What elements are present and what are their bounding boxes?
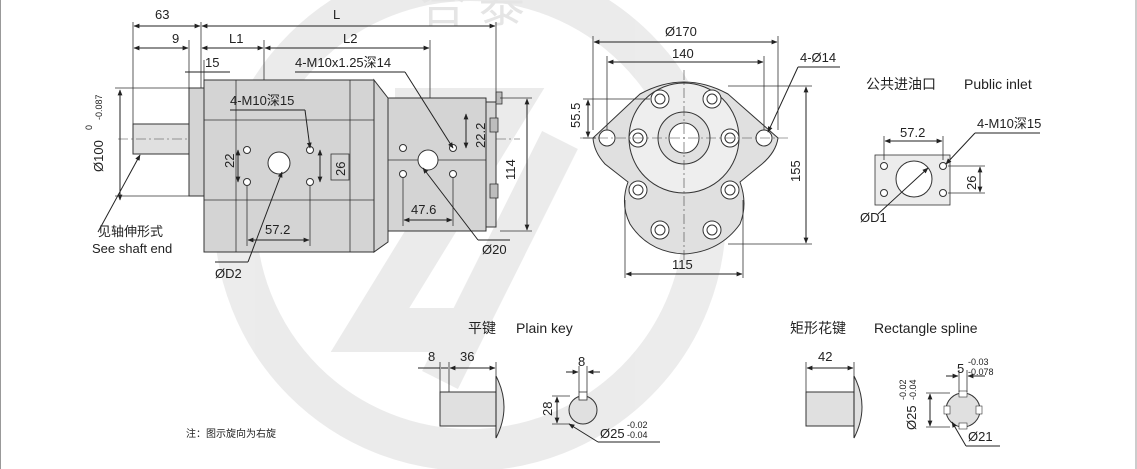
dim-22-2: 22.2 <box>473 123 488 148</box>
dim-57-2: 57.2 <box>265 222 290 237</box>
dim-L2: L2 <box>343 31 357 46</box>
key-tol-upper: -0.02 <box>627 420 648 430</box>
spline-tol25-lower: -0.04 <box>908 379 918 400</box>
end-cover <box>485 101 497 228</box>
port-pattern-1 <box>243 146 314 186</box>
spline-tol5-lower: -0.078 <box>968 367 994 377</box>
plain-key-title-cn: 平键 <box>468 320 496 336</box>
callout-m10x1-25: 4-M10x1.25深14 <box>295 55 391 70</box>
spline-tol5-upper: -0.03 <box>968 357 989 367</box>
spline-dim-d25: Ø25 <box>904 405 919 430</box>
tol-lower: -0.087 <box>94 94 104 120</box>
key-dim-28: 28 <box>540 402 555 416</box>
bolt-holes <box>628 89 740 240</box>
dim-47-6: 47.6 <box>411 202 436 217</box>
spline-title-en: Rectangle spline <box>874 320 978 336</box>
dim-140: 140 <box>672 46 694 61</box>
spline-title-cn: 矩形花键 <box>790 320 846 336</box>
plain-key-view: 平键 Plain key 8 36 8 28 Ø25 -0.02 -0.04 <box>418 320 660 443</box>
spline-tol25-upper: -0.02 <box>898 379 908 400</box>
dim-63: 63 <box>155 7 169 22</box>
rotation-note: 注：图示旋向为右旋 <box>186 427 276 440</box>
dim-114: 114 <box>503 159 518 180</box>
front-view: Ø170 140 4-Ø14 55.5 155 115 <box>568 24 840 278</box>
spline-shaft <box>805 391 855 427</box>
dim-L: L <box>333 7 340 22</box>
public-inlet-title-cn: 公共进油口 <box>866 76 936 92</box>
dim-26: 26 <box>333 162 348 176</box>
plain-key-title-en: Plain key <box>516 320 573 336</box>
spline-dim-5: 5 <box>957 361 964 376</box>
inlet-dim-57-2: 57.2 <box>900 125 925 140</box>
dim-d20: Ø20 <box>482 242 507 257</box>
callout-m10: 4-M10深15 <box>230 93 294 108</box>
dim-155: 155 <box>788 160 803 182</box>
watermark-text: 合 泰 <box>420 0 525 32</box>
mounting-flange <box>188 87 205 197</box>
inlet-dim-d1: ØD1 <box>860 210 887 225</box>
dim-shaft-diameter: Ø100 <box>91 140 106 172</box>
key-dim-8: 8 <box>428 349 435 364</box>
key-dim-d25: Ø25 <box>600 426 625 441</box>
dim-L1: L1 <box>229 31 243 46</box>
public-inlet-view: 公共进油口 Public inlet 57.2 4-M10深15 26 ØD1 <box>860 76 1041 225</box>
callout-4-d14: 4-Ø14 <box>800 50 836 65</box>
dim-d170: Ø170 <box>665 24 697 39</box>
spline-dim-d21: Ø21 <box>968 429 993 444</box>
dim-55-5: 55.5 <box>568 103 583 128</box>
spline-section <box>943 390 983 430</box>
inlet-dim-26: 26 <box>964 176 979 190</box>
spline-view: 矩形花键 Rectangle spline 42 5 -0.03 -0.078 … <box>790 320 1000 447</box>
spline-dim-42: 42 <box>818 349 832 364</box>
key-tol-lower: -0.04 <box>627 430 648 440</box>
dim-9: 9 <box>172 31 179 46</box>
dim-115: 115 <box>672 257 693 272</box>
dim-15: 15 <box>205 55 219 70</box>
dim-22: 22 <box>222 154 237 168</box>
inlet-callout: 4-M10深15 <box>977 116 1041 131</box>
tol-upper: 0 <box>84 125 94 130</box>
dim-d2: ØD2 <box>215 266 242 281</box>
key-shaft <box>439 391 497 427</box>
body-transition <box>373 78 389 253</box>
key-dim-8b: 8 <box>578 354 585 369</box>
public-inlet-title-en: Public inlet <box>964 76 1032 92</box>
shaft-end-note-en: See shaft end <box>92 241 172 256</box>
port-pattern-2 <box>399 144 457 178</box>
shaft-end-note-cn: 见轴伸形式 <box>98 224 163 239</box>
key-dim-36: 36 <box>460 349 474 364</box>
side-view: 63 L 9 L1 L2 15 4-M10x1.25深14 4-M10深15 Ø… <box>84 7 532 281</box>
